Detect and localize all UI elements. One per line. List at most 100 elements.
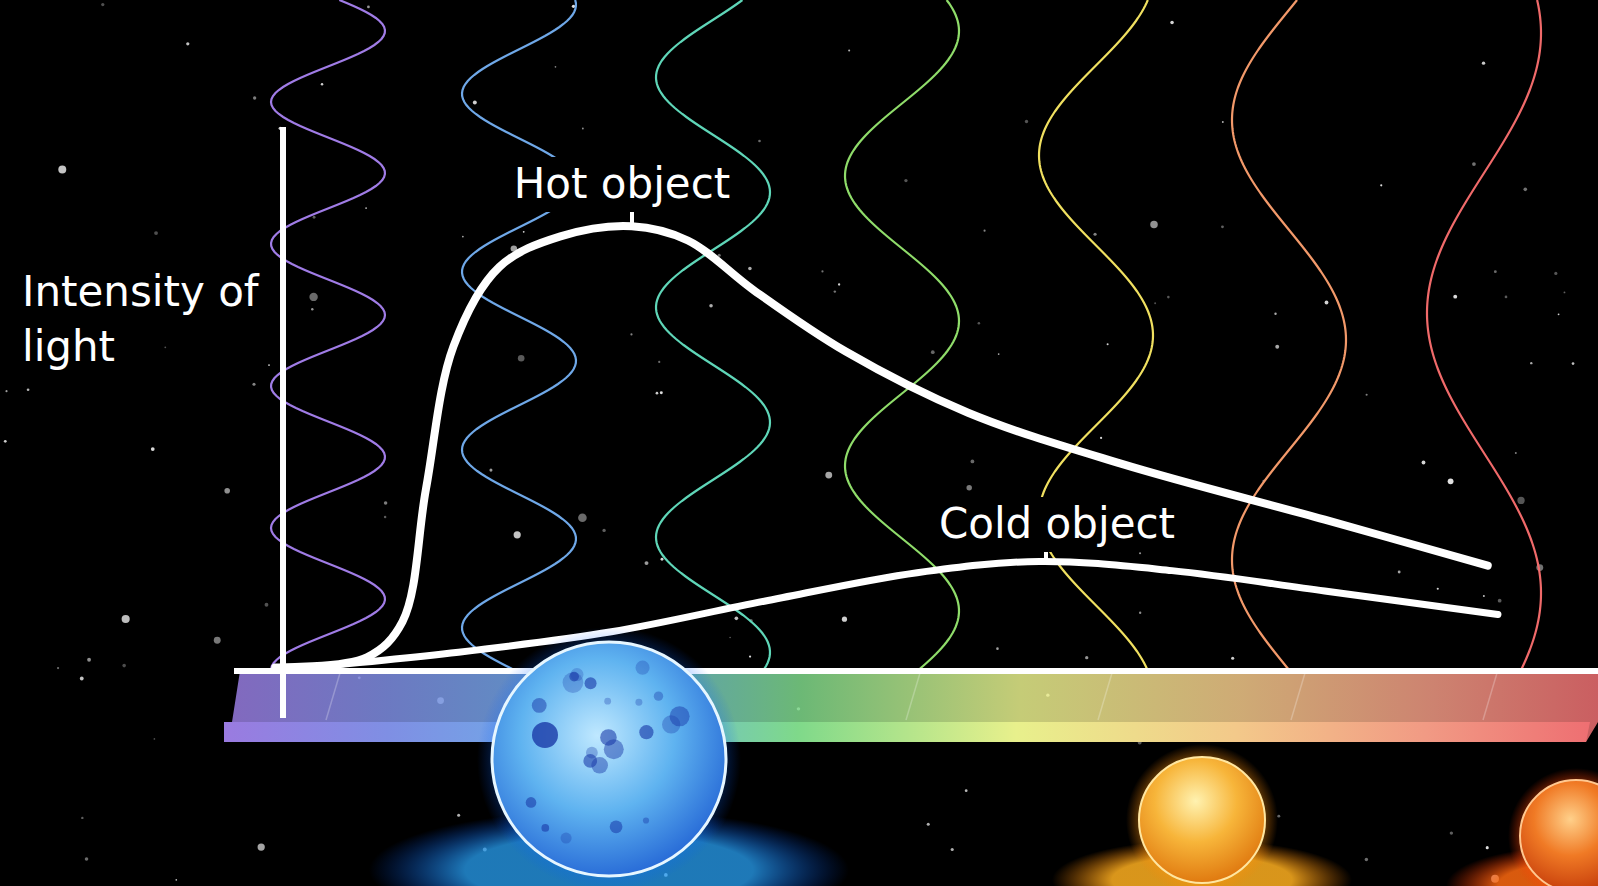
background-star — [4, 440, 7, 443]
background-star — [927, 823, 930, 826]
cold-peak-tick — [1044, 550, 1048, 563]
background-star — [80, 677, 84, 681]
background-star — [101, 3, 104, 6]
background-star — [602, 529, 605, 532]
background-star — [265, 603, 269, 607]
background-star — [518, 355, 525, 362]
orange-star-halo — [1508, 768, 1598, 886]
star-spot — [654, 691, 663, 700]
background-star — [1515, 452, 1517, 454]
background-star — [966, 485, 972, 491]
background-star — [367, 6, 370, 9]
curve-label: Cold object — [935, 497, 1179, 552]
background-star — [660, 391, 663, 394]
background-star — [1275, 345, 1279, 349]
blue-star — [492, 642, 726, 876]
background-star — [1365, 858, 1368, 861]
background-star — [384, 516, 386, 518]
light-wave — [1232, 0, 1346, 669]
star-spot — [670, 706, 690, 726]
intensity-curves — [275, 226, 1498, 670]
background-star — [252, 383, 255, 386]
background-star — [1472, 162, 1476, 166]
background-star — [1170, 21, 1174, 25]
background-star — [555, 66, 557, 68]
background-star — [309, 293, 317, 301]
background-star — [1572, 362, 1575, 365]
background-star — [834, 290, 836, 292]
background-star — [1139, 612, 1141, 614]
background-star — [489, 469, 492, 472]
star-spot — [532, 698, 547, 713]
background-star — [661, 558, 664, 561]
background-star — [658, 361, 660, 363]
background-star — [1554, 272, 1557, 275]
hot-peak-tick — [630, 210, 634, 226]
background-star — [821, 270, 823, 272]
background-star — [1274, 313, 1276, 315]
background-star — [1482, 61, 1485, 64]
hot-object-curve — [275, 226, 1488, 667]
background-star — [983, 230, 985, 232]
spectrum-bar — [224, 671, 1598, 742]
background-star — [645, 561, 649, 565]
curve-label: Hot object — [510, 157, 735, 212]
background-star — [758, 140, 761, 143]
background-star — [630, 333, 632, 335]
star-spot — [635, 699, 642, 706]
background-star — [965, 789, 968, 792]
background-star — [904, 179, 907, 182]
background-star — [523, 231, 525, 233]
background-star — [998, 353, 1000, 355]
background-star — [58, 166, 66, 174]
cold-object-curve — [275, 561, 1498, 670]
background-star — [1498, 599, 1502, 603]
background-star — [1558, 313, 1560, 315]
background-star — [825, 472, 832, 479]
star-spot — [643, 817, 649, 823]
background-star — [457, 814, 460, 817]
star-spot — [591, 757, 608, 774]
background-star — [164, 346, 166, 348]
background-star — [214, 637, 221, 644]
background-star — [87, 658, 91, 662]
star-spot — [532, 722, 558, 748]
background-star — [582, 128, 584, 130]
background-star — [978, 322, 981, 325]
starfield — [4, 3, 1575, 883]
background-star — [57, 667, 59, 669]
background-star — [1523, 188, 1527, 192]
star-spot — [585, 677, 597, 689]
background-star — [1422, 461, 1426, 465]
background-star — [1564, 292, 1566, 294]
background-star — [749, 655, 751, 657]
background-star — [748, 267, 752, 271]
star-spot — [570, 668, 583, 681]
yellow-star — [1139, 757, 1265, 883]
background-star — [1450, 831, 1453, 834]
background-star — [1325, 301, 1329, 305]
background-star — [1150, 221, 1157, 228]
background-star — [1154, 302, 1156, 304]
background-star — [838, 283, 840, 285]
background-star — [1530, 362, 1532, 364]
blue-star-halo — [477, 627, 741, 886]
background-star — [1366, 394, 1368, 396]
background-star — [656, 392, 659, 395]
background-star — [1107, 343, 1109, 345]
star-spot — [561, 833, 572, 844]
star-spot — [636, 661, 650, 675]
background-star — [514, 531, 521, 538]
background-star — [473, 101, 477, 105]
background-star — [1517, 497, 1524, 504]
light-wave — [656, 0, 770, 669]
background-star — [1231, 657, 1234, 660]
orange-star — [1520, 780, 1598, 886]
background-star — [1100, 437, 1102, 439]
light-wave — [1427, 0, 1541, 669]
star-spot — [610, 820, 623, 833]
background-star — [735, 616, 739, 620]
star-spot — [526, 797, 537, 808]
background-star — [1085, 656, 1088, 659]
